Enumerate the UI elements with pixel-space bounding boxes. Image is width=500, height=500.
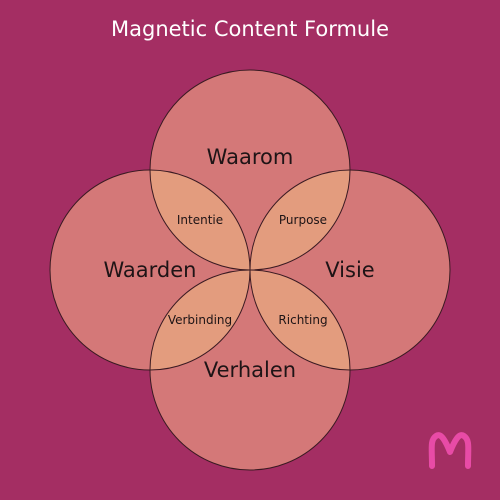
- label-top: Waarom: [207, 145, 294, 169]
- overlap-top-left: [150, 170, 250, 270]
- overlap-bottom-right: [250, 270, 350, 370]
- label-overlap-bottom-right: Richting: [278, 313, 327, 327]
- circle-bottom-outline: [149, 269, 351, 471]
- m-monogram-logo: [428, 432, 472, 469]
- label-bottom: Verhalen: [204, 358, 296, 382]
- label-overlap-top-left: Intentie: [177, 213, 223, 227]
- label-right: Visie: [325, 258, 374, 282]
- diagram-title: Magnetic Content Formule: [111, 17, 389, 41]
- label-overlap-bottom-left: Verbinding: [168, 313, 232, 327]
- overlap-top-right: [250, 170, 350, 270]
- overlap-bottom-left: [150, 270, 250, 370]
- label-overlap-top-right: Purpose: [279, 213, 327, 227]
- label-left: Waarden: [104, 258, 197, 282]
